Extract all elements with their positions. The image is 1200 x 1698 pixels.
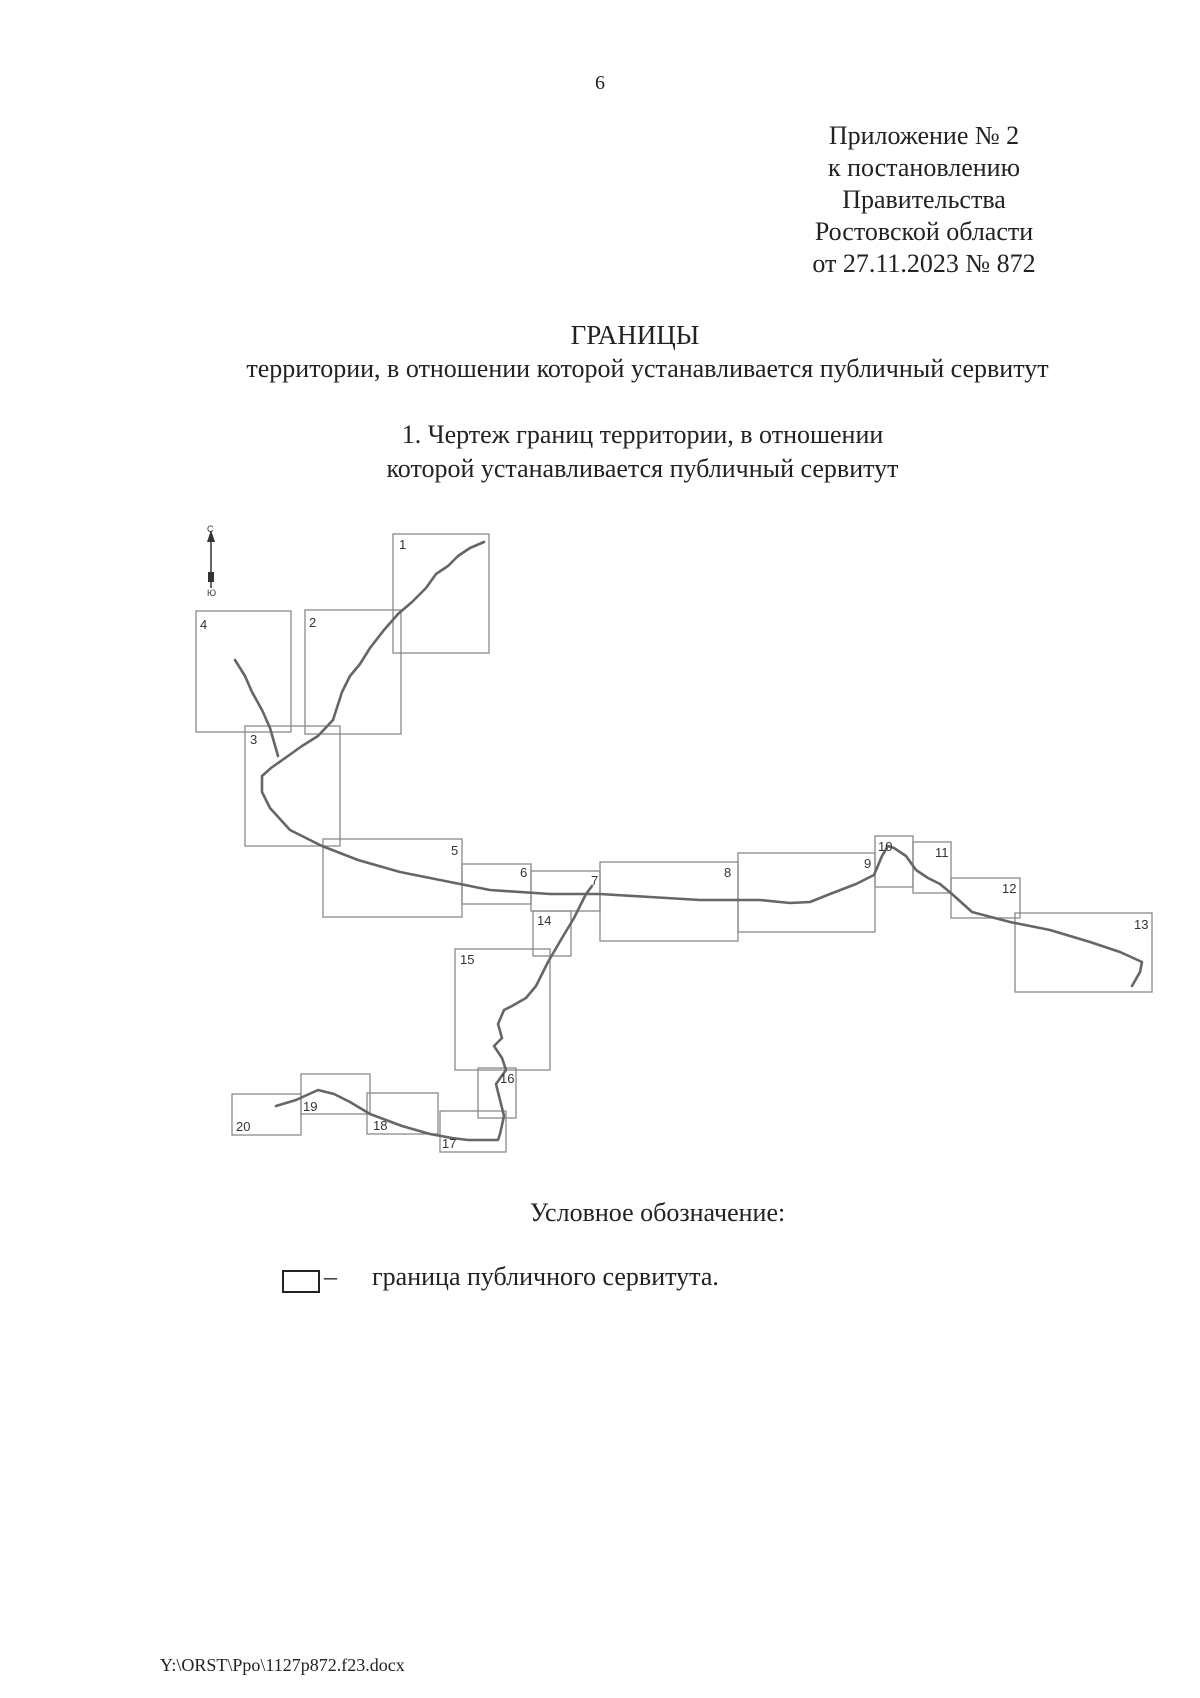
sheet-frame xyxy=(599,861,739,942)
sheet-number: 18 xyxy=(373,1118,387,1133)
sheet-frame xyxy=(304,609,402,735)
sheet-number: 10 xyxy=(878,839,892,854)
route-line xyxy=(233,658,280,758)
sheet-number: 7 xyxy=(591,873,598,888)
sheet-number: 1 xyxy=(399,537,406,552)
sheet-number: 14 xyxy=(537,913,551,928)
annex-line: Правительства xyxy=(842,185,1006,214)
sheet-frame xyxy=(195,610,292,733)
section-heading: 1. Чертеж границ территории, в отношении… xyxy=(0,418,1200,486)
legend-title: Условное обозначение: xyxy=(529,1198,786,1227)
sheet-frame xyxy=(439,1110,507,1153)
section-heading-line: которой устанавливается публичный сервит… xyxy=(386,454,899,483)
sheet-number: 20 xyxy=(236,1119,250,1134)
annex-line: от 27.11.2023 № 872 xyxy=(812,249,1036,278)
sheet-number: 5 xyxy=(451,843,458,858)
sheet-number: 17 xyxy=(442,1136,456,1151)
sheet-frame xyxy=(737,852,876,933)
sheet-number: 4 xyxy=(200,617,207,632)
annex-line: Приложение № 2 xyxy=(828,121,1020,150)
route-line xyxy=(274,884,594,1142)
sheet-number: 15 xyxy=(460,952,474,967)
sheet-frame xyxy=(244,725,341,847)
sheet-number: 12 xyxy=(1002,881,1016,896)
boundary-swatch-icon xyxy=(282,1270,320,1293)
sheet-number: 11 xyxy=(935,845,949,860)
sheet-frame xyxy=(950,877,1021,919)
sheet-frame xyxy=(454,948,551,1071)
sheet-number: 8 xyxy=(724,865,731,880)
legend-dash: – xyxy=(324,1262,337,1291)
sheet-number: 13 xyxy=(1134,917,1148,932)
page-number: 6 xyxy=(595,72,605,94)
north-arrow-icon: С Ю xyxy=(207,524,216,598)
file-path: Y:\ORST\Ppo\1127p872.f23.docx xyxy=(160,1655,405,1675)
sheet-frame xyxy=(322,838,463,918)
document-title: ГРАНИЦЫ xyxy=(570,320,700,350)
sheet-number: 16 xyxy=(500,1071,514,1086)
sheet-frame xyxy=(477,1067,517,1119)
document-subtitle: территории, в отношении которой устанавл… xyxy=(246,354,1049,383)
annex-block: Приложение № 2 к постановлению Правитель… xyxy=(724,120,1124,280)
annex-line: Ростовской области xyxy=(814,217,1034,246)
sheet-number: 2 xyxy=(309,615,316,630)
route-line xyxy=(260,540,1144,988)
sheet-number: 9 xyxy=(864,856,871,871)
sheet-frame xyxy=(392,533,490,654)
section-heading-line: 1. Чертеж границ территории, в отношении xyxy=(401,420,884,449)
sheet-frame xyxy=(231,1093,302,1136)
sheet-number: 3 xyxy=(250,732,257,747)
south-label: Ю xyxy=(207,588,216,598)
sheet-number: 19 xyxy=(303,1099,317,1114)
sheet-frame xyxy=(1014,912,1153,993)
north-label: С xyxy=(207,524,214,534)
legend-text: граница публичного сервитута. xyxy=(372,1262,719,1291)
annex-line: к постановлению xyxy=(827,153,1021,182)
sheet-number: 6 xyxy=(520,865,527,880)
